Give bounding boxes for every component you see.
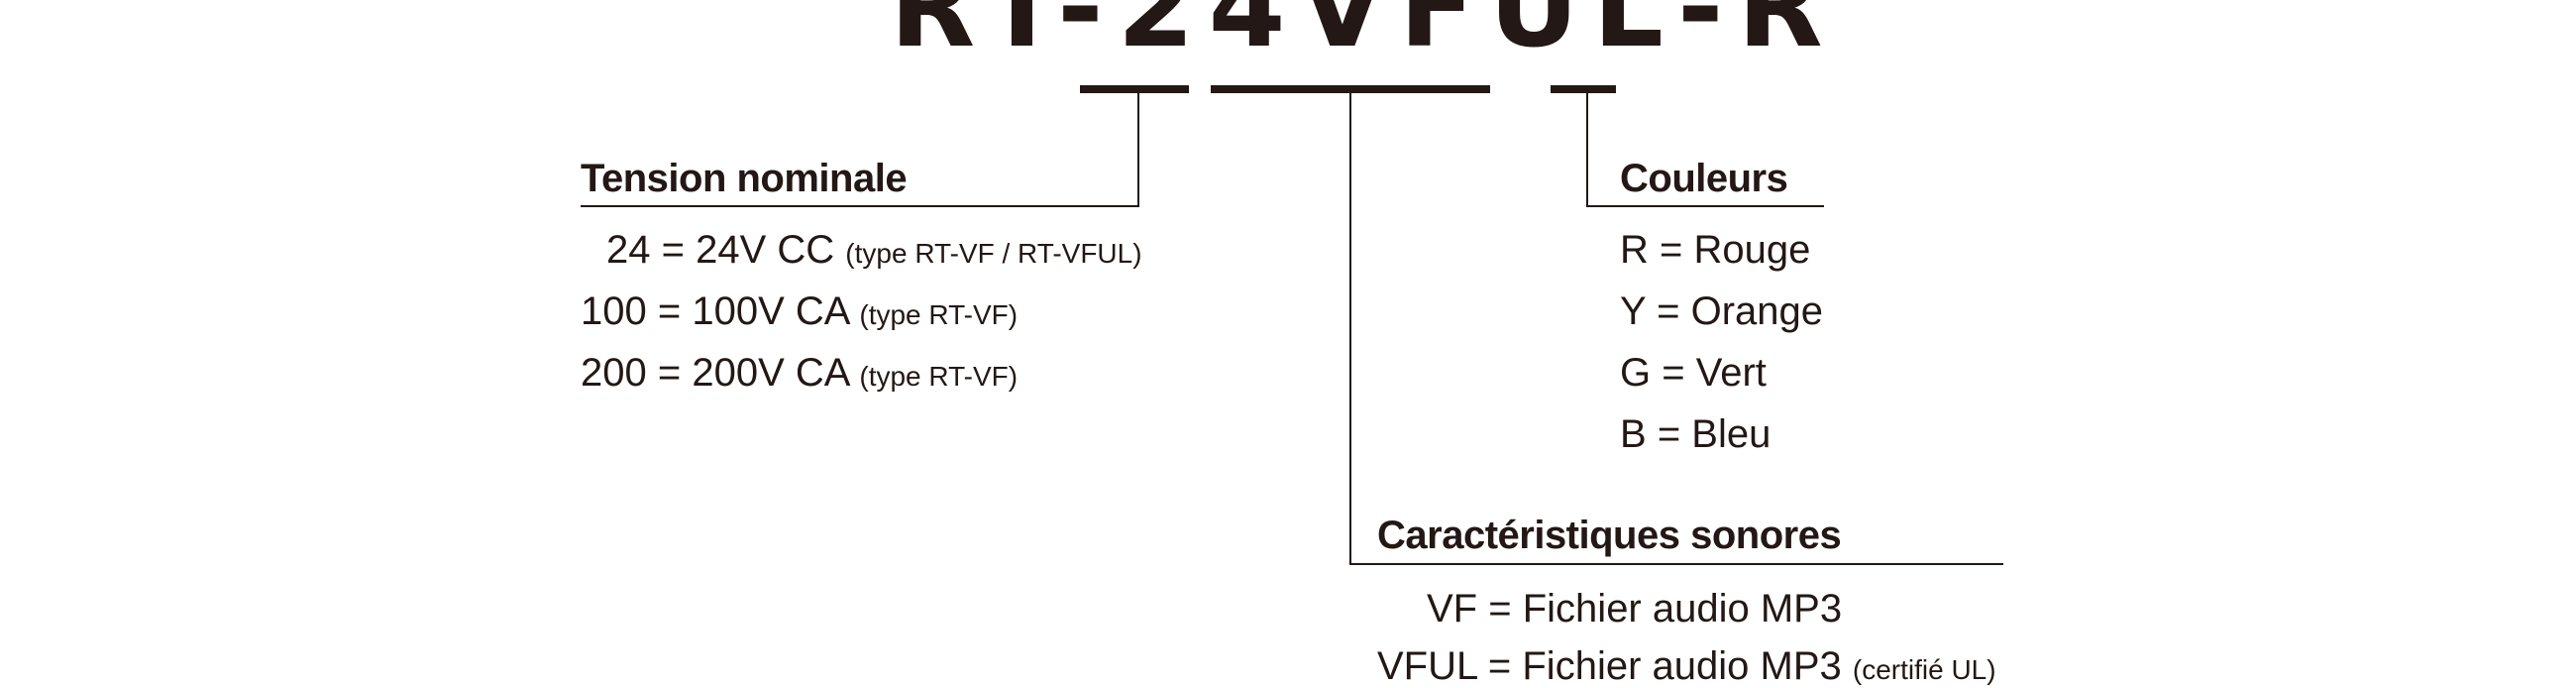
color-connector-vertical — [1586, 93, 1588, 207]
option-value: Orange — [1690, 289, 1823, 333]
color-option-y: Y = Orange — [1620, 291, 1823, 331]
option-value: Fichier audio MP3 — [1522, 587, 1843, 631]
voltage-option-200: 200 = 200V CA (type RT-VF) — [581, 353, 1018, 393]
voltage-heading: Tension nominale — [581, 157, 908, 200]
option-equals: = — [1660, 228, 1683, 272]
color-option-g: G = Vert — [1620, 353, 1767, 393]
option-value: 24V CC — [696, 228, 835, 272]
option-equals: = — [1487, 644, 1512, 688]
model-code-prefix: RT- — [890, 0, 1118, 72]
voltage-heading-rule — [581, 205, 1139, 207]
sound-option-vful: VFUL = Fichier audio MP3 (certifié UL) — [1377, 646, 1996, 686]
option-code: 100 — [581, 289, 647, 333]
option-note: (type RT-VF) — [859, 299, 1019, 330]
option-code: Y — [1620, 289, 1646, 333]
model-code-color: R — [1737, 0, 1837, 72]
option-code: 200 — [581, 351, 647, 395]
model-code-sound: VFUL — [1299, 0, 1677, 72]
option-equals: = — [1662, 351, 1685, 395]
option-code: B — [1620, 412, 1647, 456]
sound-code-underline — [1211, 85, 1490, 93]
color-option-b: B = Bleu — [1620, 414, 1771, 454]
option-note: (type RT-VF / RT-VFUL) — [845, 238, 1142, 269]
sound-connector-vertical — [1349, 93, 1351, 565]
sound-option-vf: VF = Fichier audio MP3 — [1427, 589, 1842, 629]
option-code: VF — [1427, 587, 1478, 631]
option-equals: = — [1657, 412, 1681, 456]
option-code: VFUL — [1377, 644, 1477, 688]
color-option-r: R = Rouge — [1620, 230, 1810, 270]
option-note: (certifié UL) — [1852, 654, 1996, 685]
option-value: Rouge — [1693, 228, 1811, 272]
voltage-code-underline — [1080, 85, 1189, 93]
voltage-option-24: 24 = 24V CC (type RT-VF / RT-VFUL) — [606, 230, 1142, 270]
option-equals: = — [1488, 587, 1512, 631]
model-code-separator: - — [1677, 0, 1738, 72]
option-value: Bleu — [1691, 412, 1771, 456]
color-heading-rule — [1586, 205, 1824, 207]
option-code: 24 — [606, 228, 651, 272]
sound-heading: Caractéristiques sonores — [1377, 514, 1842, 557]
voltage-option-100: 100 = 100V CA (type RT-VF) — [581, 291, 1018, 331]
option-value: Vert — [1695, 351, 1767, 395]
option-equals: = — [657, 289, 682, 333]
voltage-connector-vertical — [1137, 93, 1139, 207]
option-code: G — [1620, 351, 1652, 395]
option-value: 100V CA — [692, 289, 849, 333]
option-value: 200V CA — [692, 351, 849, 395]
option-equals: = — [657, 351, 682, 395]
model-code: RT-24VFUL-R — [890, 0, 1837, 63]
option-note: (type RT-VF) — [859, 361, 1019, 392]
model-code-voltage: 24 — [1117, 0, 1300, 72]
option-equals: = — [1657, 289, 1680, 333]
option-value: Fichier audio MP3 — [1522, 644, 1842, 688]
color-code-underline — [1551, 85, 1616, 93]
sound-heading-rule — [1349, 563, 2003, 565]
color-heading: Couleurs — [1620, 157, 1788, 200]
option-code: R — [1620, 228, 1649, 272]
option-equals: = — [661, 228, 685, 272]
